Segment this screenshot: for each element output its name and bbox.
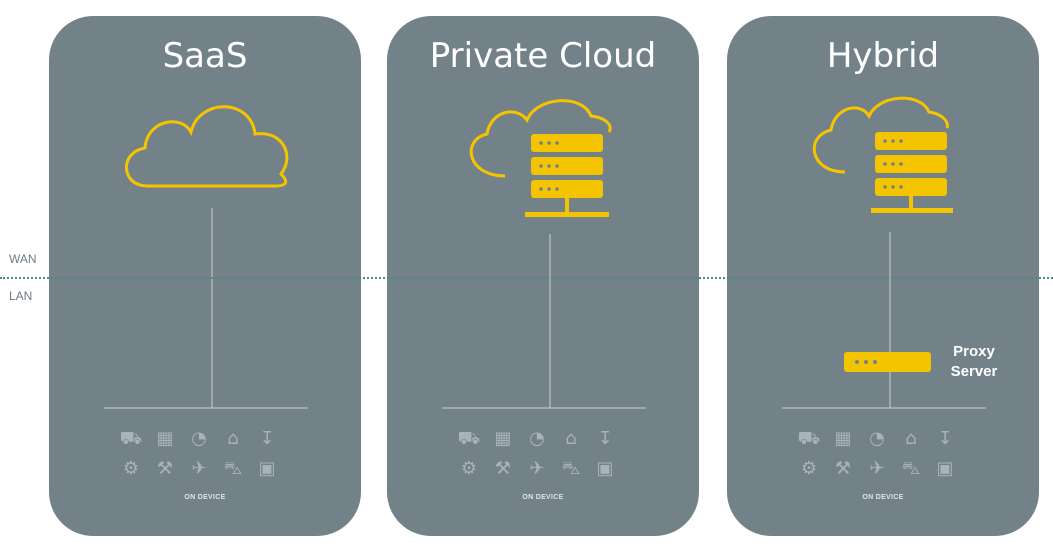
- drone-icon: ✈: [869, 458, 885, 479]
- solar-panel-icon: ▦: [834, 428, 852, 449]
- satellite-dish-icon: ◔: [191, 428, 207, 449]
- appliance-icon: ▣: [936, 458, 954, 479]
- robot-arm-icon: ⚒: [494, 458, 512, 479]
- proxy-server-label: Proxy Server: [939, 342, 1009, 382]
- proxy-label-line2: Server: [950, 363, 998, 380]
- car-icon: ⛍: [901, 458, 921, 479]
- card-title: Private Cloud: [429, 36, 657, 76]
- thermometer-icon: ↧: [597, 428, 613, 449]
- saas-card: SaaS ⛟ ▦ ◔ ⌂ ↧ ⚙ ⚒ ✈ ⛍ ▣ ON DEVICE: [49, 16, 361, 536]
- wan-label: WAN: [9, 252, 37, 266]
- thermometer-icon: ↧: [259, 428, 275, 449]
- satellite-dish-icon: ◔: [869, 428, 885, 449]
- factory-icon: ⌂: [565, 428, 577, 449]
- factory-icon: ⌂: [905, 428, 917, 449]
- appliance-icon: ▣: [596, 458, 614, 479]
- device-caption: ON DEVICE: [862, 494, 904, 501]
- card-title: Hybrid: [826, 36, 940, 76]
- factory-icon: ⌂: [227, 428, 239, 449]
- drone-icon: ✈: [191, 458, 207, 479]
- vehicle-icon: ⛟: [797, 428, 821, 449]
- hybrid-card: Hybrid Proxy Server: [727, 16, 1039, 536]
- device-grid: ⛟ ▦ ◔ ⌂ ↧ ⚙ ⚒ ✈ ⛍ ▣: [792, 424, 962, 484]
- device-grid: ⛟ ▦ ◔ ⌂ ↧ ⚙ ⚒ ✈ ⛍ ▣: [452, 424, 622, 484]
- device-caption: ON DEVICE: [184, 494, 226, 501]
- machine-icon: ⚙: [800, 458, 818, 479]
- vehicle-icon: ⛟: [457, 428, 481, 449]
- hybrid-diagram: [782, 96, 986, 409]
- satellite-dish-icon: ◔: [529, 428, 545, 449]
- server-rack-icon: [525, 134, 609, 217]
- machine-icon: ⚙: [460, 458, 478, 479]
- vehicle-icon: ⛟: [119, 428, 143, 449]
- proxy-server-icon: [844, 352, 931, 372]
- device-grid: ⛟ ▦ ◔ ⌂ ↧ ⚙ ⚒ ✈ ⛍ ▣: [114, 424, 284, 484]
- wan-lan-divider: [0, 277, 1053, 279]
- private-cloud-diagram: [442, 99, 646, 409]
- private-cloud-card: Private Cloud ⛟ ▦ ◔ ⌂ ↧ ⚙ ⚒ ✈ ⛍ ▣: [387, 16, 699, 536]
- car-icon: ⛍: [223, 458, 243, 479]
- proxy-label-line1: Proxy: [953, 343, 995, 360]
- drone-icon: ✈: [529, 458, 545, 479]
- robot-arm-icon: ⚒: [156, 458, 174, 479]
- machine-icon: ⚙: [122, 458, 140, 479]
- card-title: SaaS: [162, 36, 248, 76]
- thermometer-icon: ↧: [937, 428, 953, 449]
- device-caption: ON DEVICE: [522, 494, 564, 501]
- cloud-icon: [125, 105, 289, 188]
- solar-panel-icon: ▦: [494, 428, 512, 449]
- lan-label: LAN: [9, 289, 33, 303]
- car-icon: ⛍: [561, 458, 581, 479]
- saas-diagram: [104, 105, 308, 409]
- cloud-icon: [812, 96, 949, 174]
- appliance-icon: ▣: [258, 458, 276, 479]
- solar-panel-icon: ▦: [156, 428, 174, 449]
- cloud-icon: [469, 99, 612, 178]
- server-rack-icon: [871, 132, 953, 213]
- robot-arm-icon: ⚒: [834, 458, 852, 479]
